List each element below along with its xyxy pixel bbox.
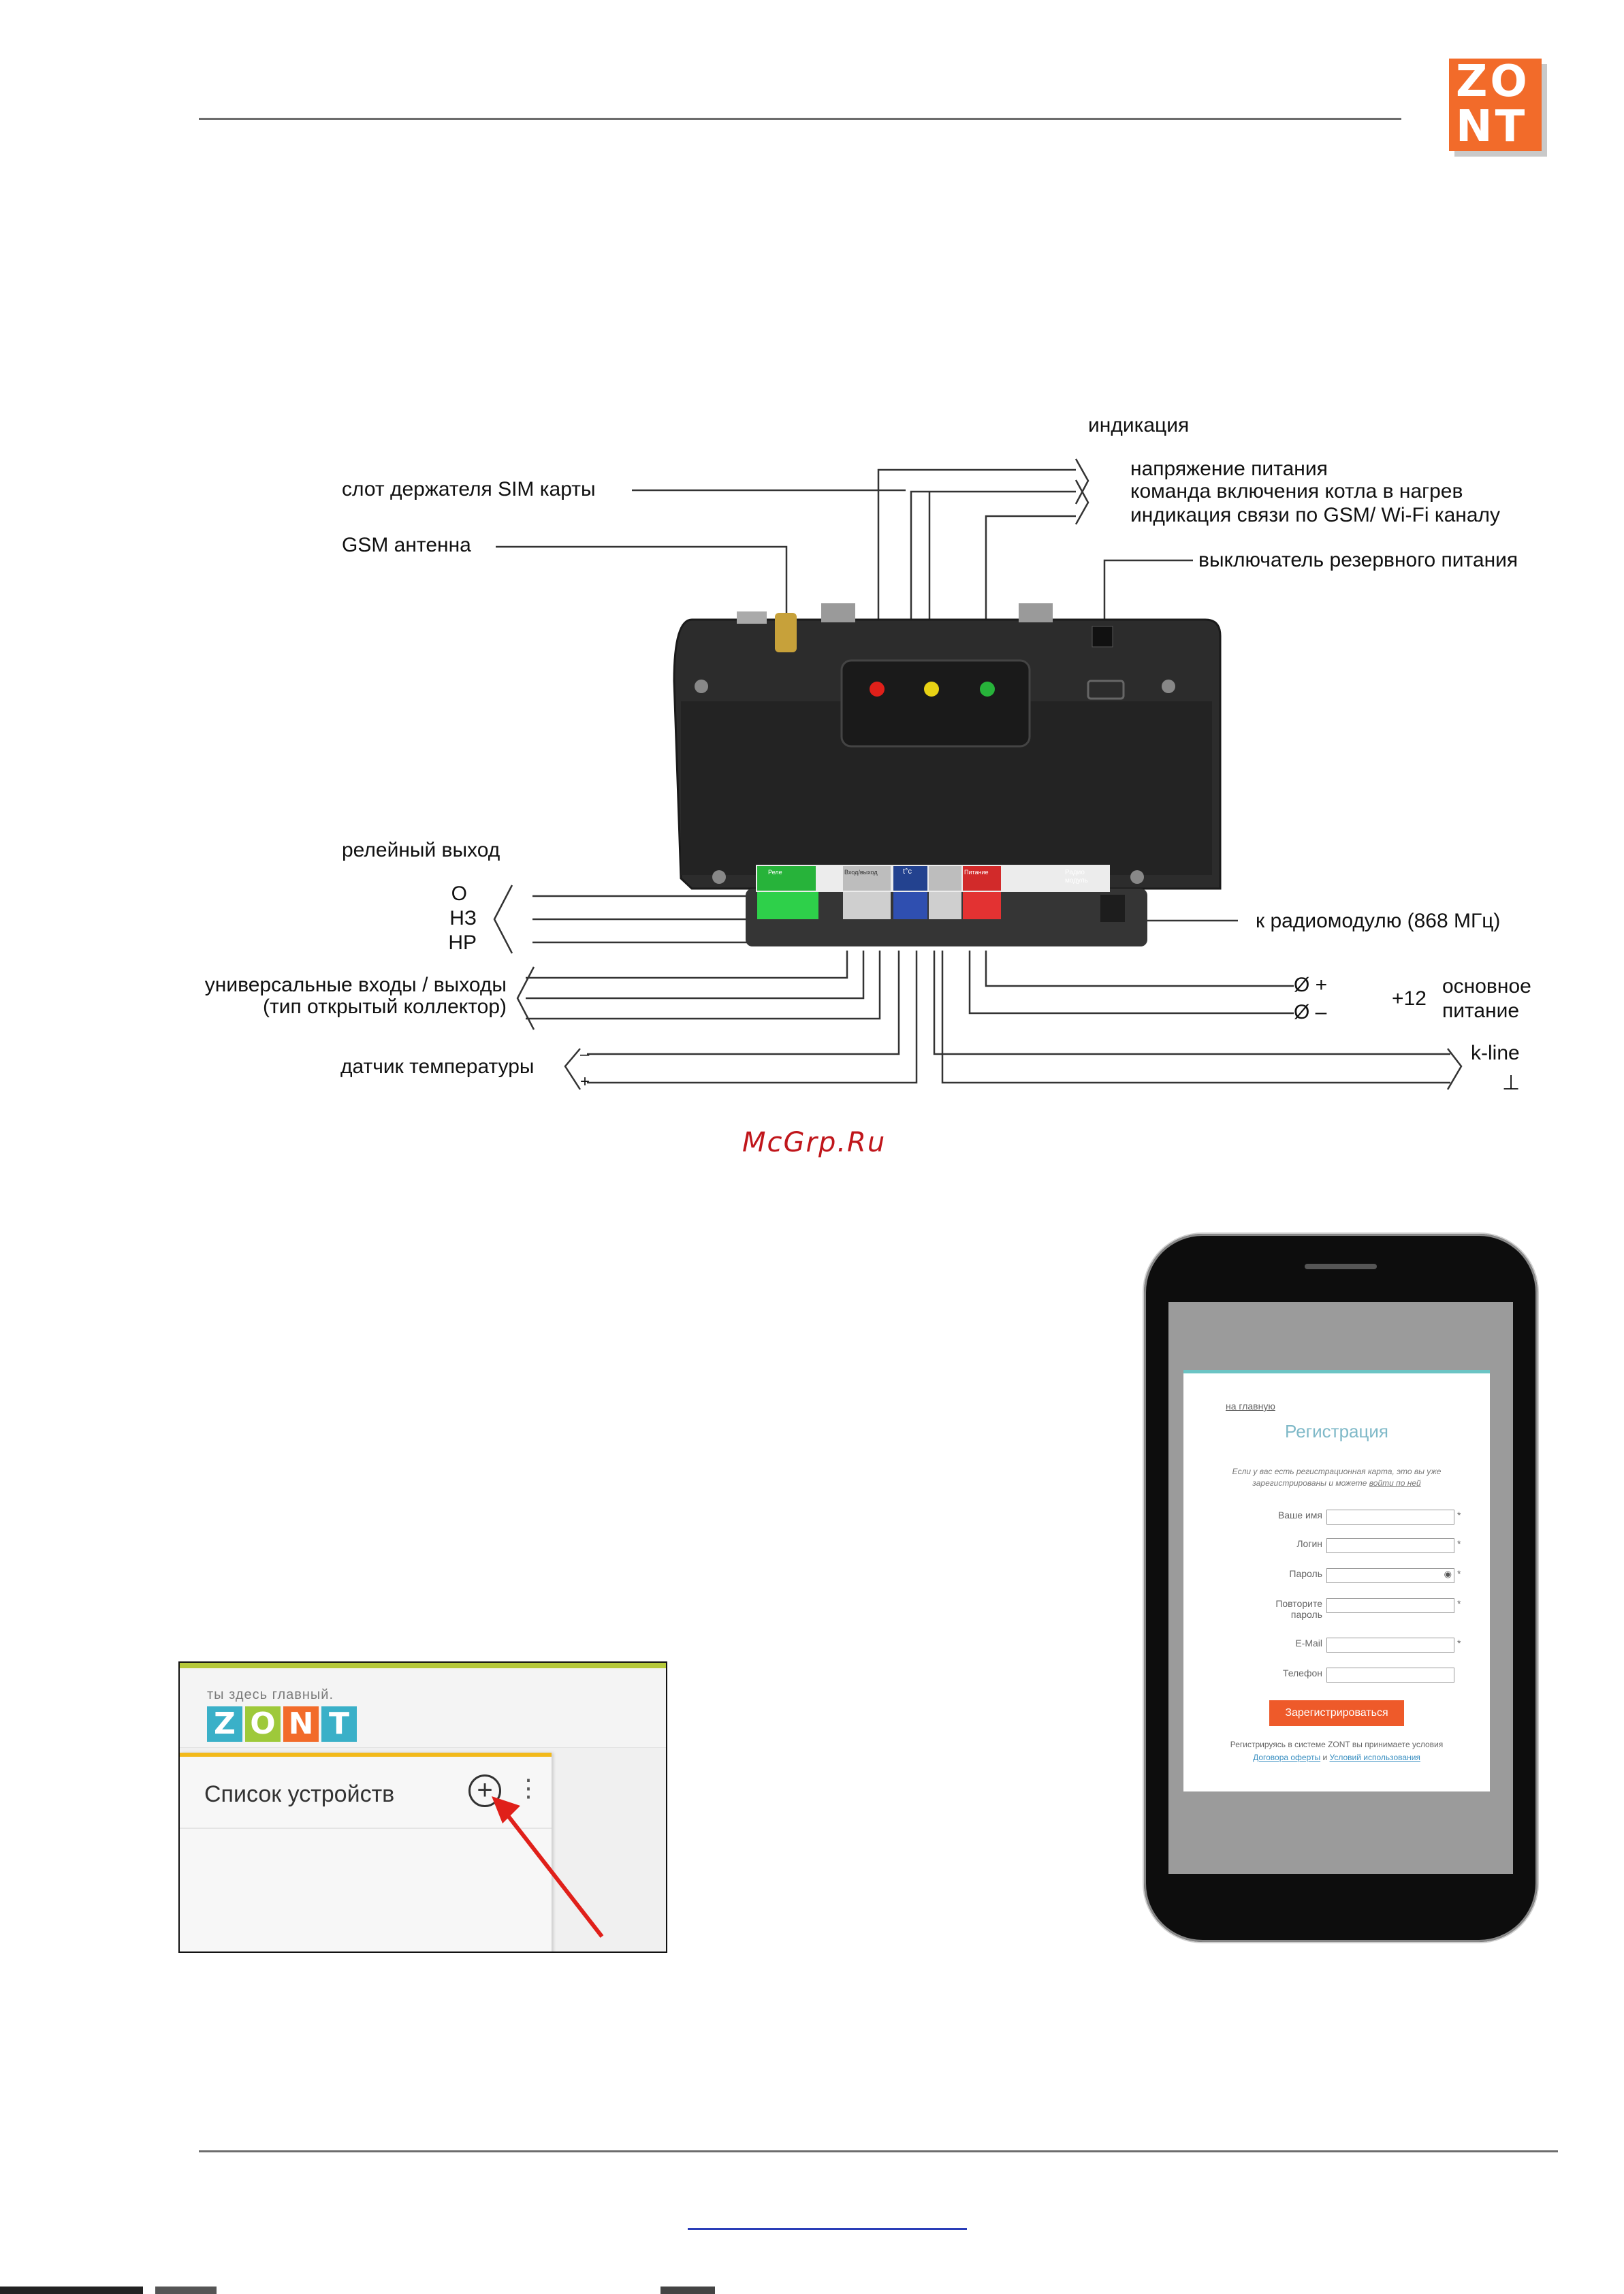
phone-speaker (1305, 1264, 1377, 1269)
wiring-diagram (493, 458, 1463, 1090)
label-plus12: +12 (1392, 987, 1427, 1010)
label-temp-sensor: датчик температуры (340, 1055, 535, 1078)
brand-letter-t: T (321, 1706, 357, 1742)
app-topbar (180, 1663, 666, 1668)
phone-mockup: на главную Регистрация Если у вас есть р… (1144, 1234, 1538, 1942)
field-row-email: E-Mail * (1211, 1638, 1483, 1658)
label-gsm-antenna: GSM антенна (342, 534, 471, 556)
app-header: ты здесь главный. Z O N T (180, 1668, 666, 1748)
label-main: основное (1442, 975, 1531, 998)
phone-input[interactable] (1326, 1668, 1454, 1683)
register-button[interactable]: Зарегистрироваться (1269, 1700, 1404, 1726)
brand-letter-n: N (283, 1706, 319, 1742)
registration-note-text: Если у вас есть регистрационная карта, э… (1232, 1467, 1442, 1488)
terminal-label-temp: t°с (903, 867, 912, 876)
more-vertical-icon[interactable]: ⋮ (516, 1774, 541, 1802)
required-mark: * (1457, 1568, 1461, 1579)
label-boiler-command: команда включения котла в нагрев (1130, 480, 1463, 503)
field-row-repeat-password: Повторите пароль * (1211, 1598, 1483, 1628)
required-mark: * (1457, 1638, 1461, 1648)
label-temp-plus: + (580, 1072, 590, 1091)
label-relay-output: релейный выход (342, 839, 500, 861)
label-temp-minus: – (580, 1045, 590, 1064)
app-screenshot: ты здесь главный. Z O N T Список устройс… (178, 1661, 667, 1953)
offer-link[interactable]: Договора оферты (1253, 1753, 1321, 1762)
label-power-voltage: напряжение питания (1130, 458, 1328, 480)
field-label-email: E-Mail (1295, 1638, 1322, 1648)
field-label-name: Ваше имя (1277, 1510, 1322, 1520)
registration-card: на главную Регистрация Если у вас есть р… (1183, 1370, 1490, 1791)
phone-screen: на главную Регистрация Если у вас есть р… (1168, 1302, 1513, 1874)
label-kline: k-line (1471, 1042, 1520, 1064)
label-open-collector: (тип открытый коллектор) (262, 995, 507, 1018)
footer-rule (199, 2150, 1558, 2152)
logo-line1: ZO (1456, 57, 1530, 107)
field-row-login: Логин * (1211, 1538, 1483, 1559)
footer-text: Регистрируясь в системе ZONT вы принимае… (1230, 1740, 1444, 1749)
label-backup-switch: выключатель резервного питания (1198, 549, 1518, 571)
field-label-password: Пароль (1289, 1568, 1322, 1579)
label-ground: ⊥ (1502, 1072, 1520, 1094)
plus-circle-icon[interactable]: + (468, 1774, 501, 1807)
terms-link[interactable]: Условий использования (1329, 1753, 1420, 1762)
app-tagline: ты здесь главный. (207, 1687, 334, 1702)
label-gsm-wifi: индикация связи по GSM/ Wi-Fi каналу (1130, 504, 1501, 526)
repeat-password-input[interactable] (1326, 1598, 1454, 1613)
label-power: питание (1442, 1000, 1520, 1022)
field-label-phone: Телефон (1282, 1668, 1322, 1678)
terminal-label-power: Питание (964, 869, 989, 876)
label-sim-slot: слот держателя SIM карты (342, 478, 596, 500)
footer-link-underline[interactable] (688, 2228, 967, 2230)
terminal-label-io: Вход/выход (844, 869, 878, 876)
terminal-label-radio: Радио модуль (1065, 869, 1088, 885)
required-mark: * (1457, 1510, 1461, 1520)
device-body (673, 603, 1222, 946)
registration-note: Если у вас есть регистрационная карта, э… (1224, 1466, 1449, 1489)
email-input[interactable] (1326, 1638, 1454, 1653)
brand-letter-o: O (245, 1706, 281, 1742)
label-indication: индикация (1088, 414, 1190, 436)
label-universal-io: универсальные входы / выходы (204, 974, 507, 996)
field-row-password: Пароль ◉ * (1211, 1568, 1483, 1589)
device-list-title: Список устройств (204, 1781, 395, 1807)
required-mark: * (1457, 1538, 1461, 1549)
label-radio-module: к радиомодулю (868 МГц) (1256, 910, 1501, 932)
field-row-name: Ваше имя * (1211, 1510, 1483, 1530)
required-mark: * (1457, 1598, 1461, 1609)
field-row-phone: Телефон (1211, 1668, 1483, 1688)
watermark: McGrp.Ru (742, 1127, 887, 1158)
scan-artifact (0, 2287, 1624, 2294)
zont-logo: ZO NT (1449, 59, 1542, 151)
field-label-repeat-password: Повторите пароль (1275, 1598, 1322, 1620)
back-to-main-link[interactable]: на главную (1226, 1401, 1275, 1412)
terminal-label-relay: Реле (768, 869, 782, 876)
field-label-login: Логин (1296, 1538, 1322, 1549)
footer-and: и (1322, 1753, 1328, 1762)
label-supply-minus: Ø – (1294, 1001, 1327, 1023)
logo-line2: NT (1456, 101, 1528, 152)
name-input[interactable] (1326, 1510, 1454, 1525)
eye-icon[interactable]: ◉ (1444, 1569, 1452, 1579)
red-arrow-icon (492, 1796, 604, 1938)
password-input[interactable]: ◉ (1326, 1568, 1454, 1583)
login-input[interactable] (1326, 1538, 1454, 1553)
card-divider (180, 1828, 552, 1829)
label-relay-o: О (451, 882, 467, 905)
registration-note-link[interactable]: войти по ней (1369, 1478, 1421, 1488)
label-relay-nr: НР (448, 931, 477, 954)
label-supply-plus: Ø + (1294, 974, 1328, 996)
device-list-card: Список устройств + ⋮ (180, 1753, 552, 1952)
brand-letter-z: Z (207, 1706, 242, 1742)
registration-footer: Регистрируясь в системе ZONT вы принимае… (1211, 1738, 1463, 1764)
header-rule (199, 118, 1401, 120)
registration-title: Регистрация (1285, 1421, 1388, 1441)
label-relay-nz: НЗ (449, 907, 477, 929)
